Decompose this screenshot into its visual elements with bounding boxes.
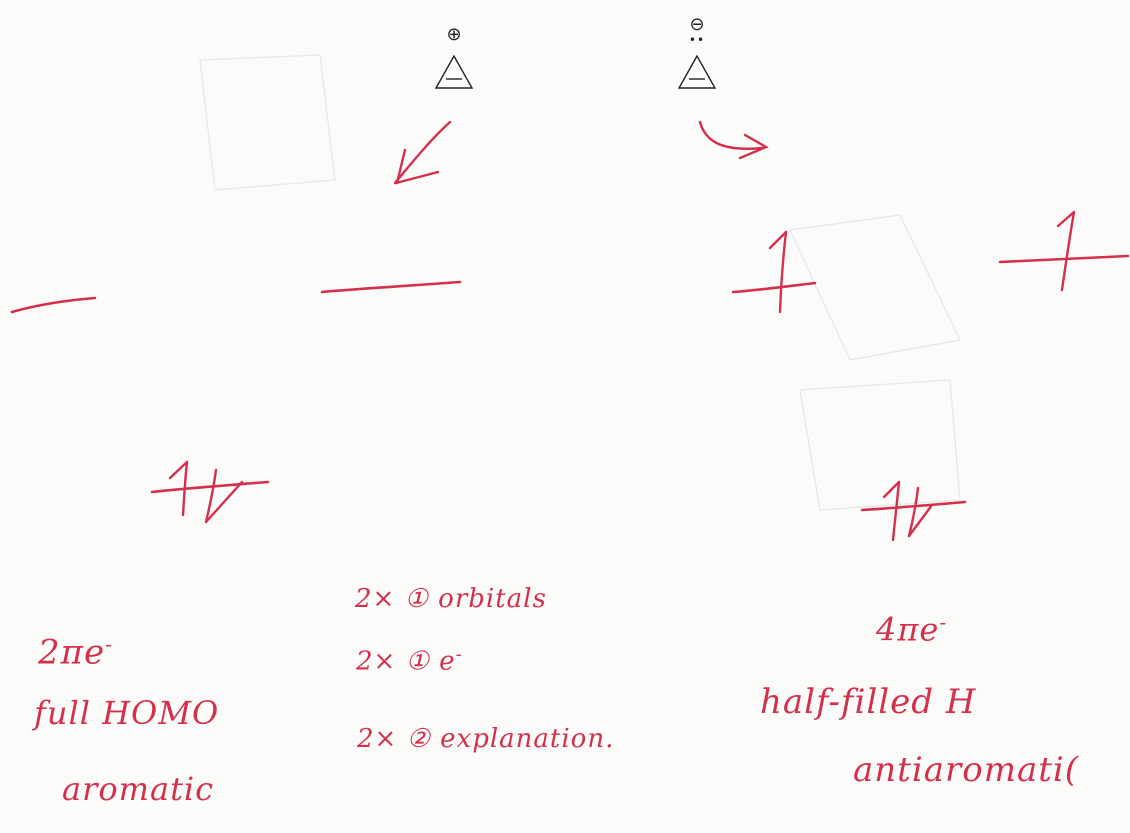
orbitals-note: 2× ① orbitals — [355, 584, 547, 614]
faint-background-marks — [199, 54, 961, 511]
anion-homo — [860, 500, 967, 512]
plus-charge-icon: ⊕ — [446, 24, 462, 45]
electrons-note: 2× ① e- — [356, 644, 463, 677]
cation-electron-count: 2πe- — [38, 632, 113, 673]
anion-somo-right — [998, 254, 1130, 264]
electron-up-arrow-icon — [181, 460, 189, 517]
explanation-note: 2× ② explanation. — [357, 724, 615, 754]
electron-up-arrow-icon — [1060, 210, 1076, 292]
cation-homo — [150, 480, 270, 494]
electron-up-arrow-icon — [778, 230, 788, 314]
cation-lumo-left — [10, 296, 97, 314]
lone-pair-dots: •• — [688, 33, 706, 47]
anion-verdict: antiaromati( — [853, 750, 1080, 790]
electron-down-arrow-icon — [907, 486, 920, 538]
anion-somo-left — [731, 281, 817, 294]
electron-down-arrow-icon — [204, 468, 218, 524]
cation-lumo-right — [320, 280, 462, 294]
minus-charge-icon: ⊖ — [689, 14, 705, 35]
cation-verdict: aromatic — [62, 770, 215, 808]
anion-electron-count: 4πe- — [876, 610, 948, 649]
orbital-levels — [10, 254, 1130, 512]
anion-triangle-icon — [677, 54, 717, 89]
electron-arrows — [168, 210, 1076, 542]
anion-arrow-icon — [698, 120, 769, 160]
cation-arrow-icon — [393, 120, 452, 185]
electron-up-arrow-icon — [891, 480, 901, 542]
cation-homo-note: full HOMO — [34, 694, 220, 732]
anion-homo-note: half-filled H — [760, 682, 977, 722]
cation-triangle-icon — [434, 54, 474, 89]
